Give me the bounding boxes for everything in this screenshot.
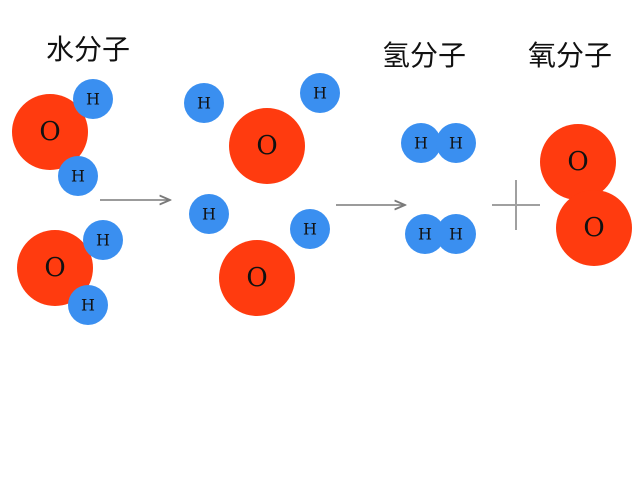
- hydrogen-symbol-label: H: [81, 296, 95, 315]
- oxygen-symbol-label: O: [44, 253, 65, 283]
- plus-sign: [492, 180, 540, 230]
- oxygen-atom-circle: [12, 94, 88, 170]
- free-hydrogen-atom-1: H: [184, 83, 224, 123]
- hydrogen-molecule-1-atom-2: H: [436, 123, 476, 163]
- oxygen-symbol-label: O: [567, 147, 588, 177]
- hydrogen-atom-circle: [300, 73, 340, 113]
- oxygen-molecule-atom-2: O: [556, 190, 632, 266]
- oxygen-symbol-label: O: [583, 213, 604, 243]
- hydrogen-atom-circle: [68, 285, 108, 325]
- water-a-oxygen-atom: O: [12, 94, 88, 170]
- hydrogen-symbol-label: H: [313, 84, 327, 103]
- oxygen-atom-circle: [17, 230, 93, 306]
- water-b-oxygen-atom: O: [17, 230, 93, 306]
- hydrogen-symbol-label: H: [449, 225, 463, 244]
- water-b-hydrogen-atom-1: H: [83, 220, 123, 260]
- hydrogen-symbol-label: H: [303, 220, 317, 239]
- hydrogen-molecule-title: 氢分子: [382, 39, 467, 72]
- oxygen-symbol-label: O: [256, 131, 277, 161]
- hydrogen-symbol-label: H: [418, 225, 432, 244]
- oxygen-atom-circle: [219, 240, 295, 316]
- free-oxygen-atom-1: O: [229, 108, 305, 184]
- water-b-hydrogen-atom-2: H: [68, 285, 108, 325]
- hydrogen-atom-circle: [58, 156, 98, 196]
- water-a-hydrogen-atom-2: H: [58, 156, 98, 196]
- hydrogen-atom-circle: [436, 214, 476, 254]
- free-hydrogen-atom-3: H: [189, 194, 229, 234]
- hydrogen-molecule-2-atom-2: H: [436, 214, 476, 254]
- hydrogen-symbol-label: H: [86, 90, 100, 109]
- hydrogen-symbol-label: H: [414, 134, 428, 153]
- water-a-hydrogen-atom-1: H: [73, 79, 113, 119]
- free-oxygen-atom-2: O: [219, 240, 295, 316]
- hydrogen-symbol-label: H: [197, 94, 211, 113]
- hydrogen-atom-circle: [401, 123, 441, 163]
- free-hydrogen-atom-2: H: [300, 73, 340, 113]
- oxygen-symbol-label: O: [39, 117, 60, 147]
- hydrogen-molecule-1-atom-1: H: [401, 123, 441, 163]
- hydrogen-atom-circle: [184, 83, 224, 123]
- hydrogen-atom-circle: [189, 194, 229, 234]
- hydrogen-atom-circle: [83, 220, 123, 260]
- water-molecule-title: 水分子: [46, 33, 131, 66]
- oxygen-molecule-atom-1: O: [540, 124, 616, 200]
- hydrogen-atom-circle: [290, 209, 330, 249]
- hydrogen-symbol-label: H: [449, 134, 463, 153]
- oxygen-atom-circle: [229, 108, 305, 184]
- hydrogen-atom-circle: [405, 214, 445, 254]
- hydrogen-molecule-2-atom-1: H: [405, 214, 445, 254]
- hydrogen-symbol-label: H: [71, 167, 85, 186]
- hydrogen-atom-circle: [73, 79, 113, 119]
- oxygen-symbol-label: O: [246, 263, 267, 293]
- hydrogen-atom-circle: [436, 123, 476, 163]
- oxygen-atom-circle: [540, 124, 616, 200]
- hydrogen-symbol-label: H: [96, 231, 110, 250]
- hydrogen-symbol-label: H: [202, 205, 216, 224]
- oxygen-atom-circle: [556, 190, 632, 266]
- free-hydrogen-atom-4: H: [290, 209, 330, 249]
- oxygen-molecule-title: 氧分子: [528, 39, 613, 72]
